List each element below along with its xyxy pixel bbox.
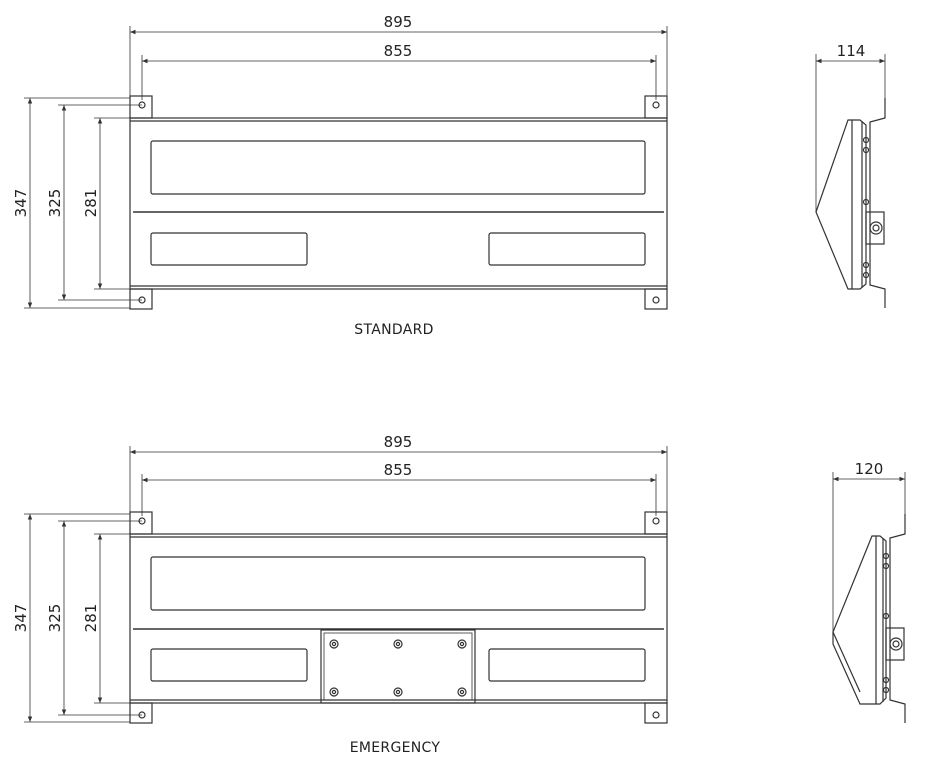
emergency-height-body-label: 281 xyxy=(82,604,100,633)
emergency-width-dimensions: 895 855 xyxy=(129,433,668,516)
fixture-body xyxy=(129,533,668,704)
mount-hole xyxy=(652,101,660,109)
lower-lens-right xyxy=(488,232,646,266)
main-lens-panel xyxy=(150,140,646,195)
mount-tab-top-left xyxy=(129,511,153,535)
mount-tab-bottom-right xyxy=(644,702,668,724)
emergency-height-holes-label: 325 xyxy=(46,604,64,633)
emergency-caption: EMERGENCY xyxy=(350,740,441,756)
standard-width-dimensions: 895 855 xyxy=(129,13,668,100)
emergency-width-holes-label: 855 xyxy=(384,461,413,479)
standard-front-view xyxy=(129,95,668,310)
emergency-front-view xyxy=(129,511,668,724)
standard-height-holes-label: 325 xyxy=(46,189,64,218)
mount-tab-top-left xyxy=(129,95,153,119)
standard-height-body-label: 281 xyxy=(82,189,100,218)
module-screws xyxy=(329,639,467,697)
standard-depth-label: 114 xyxy=(837,42,866,60)
standard-caption: STANDARD xyxy=(354,322,433,338)
lower-lens-right xyxy=(488,648,646,682)
mount-hole xyxy=(652,296,660,304)
mount-hole xyxy=(652,711,660,719)
standard-width-outer-label: 895 xyxy=(384,13,413,31)
emergency-side-view: 120 xyxy=(832,460,906,723)
emergency-depth-label: 120 xyxy=(855,460,884,478)
main-lens-panel xyxy=(150,556,646,611)
standard-height-dimensions: 347 325 281 xyxy=(12,97,142,309)
standard-height-total-label: 347 xyxy=(12,189,30,218)
fixture-body xyxy=(129,117,668,290)
standard-side-view: 114 xyxy=(815,42,886,308)
emergency-module-plate xyxy=(320,629,476,704)
emergency-width-outer-label: 895 xyxy=(384,433,413,451)
lower-lens-left xyxy=(150,232,308,266)
mount-tab-bottom-right xyxy=(644,288,668,310)
emergency-height-total-label: 347 xyxy=(12,604,30,633)
lower-lens-left xyxy=(150,648,308,682)
mount-tab-bottom-left xyxy=(129,702,153,724)
standard-width-holes-label: 855 xyxy=(384,42,413,60)
mount-tab-bottom-left xyxy=(129,288,153,310)
emergency-height-dimensions: 347 325 281 xyxy=(12,513,142,723)
mount-hole xyxy=(652,517,660,525)
